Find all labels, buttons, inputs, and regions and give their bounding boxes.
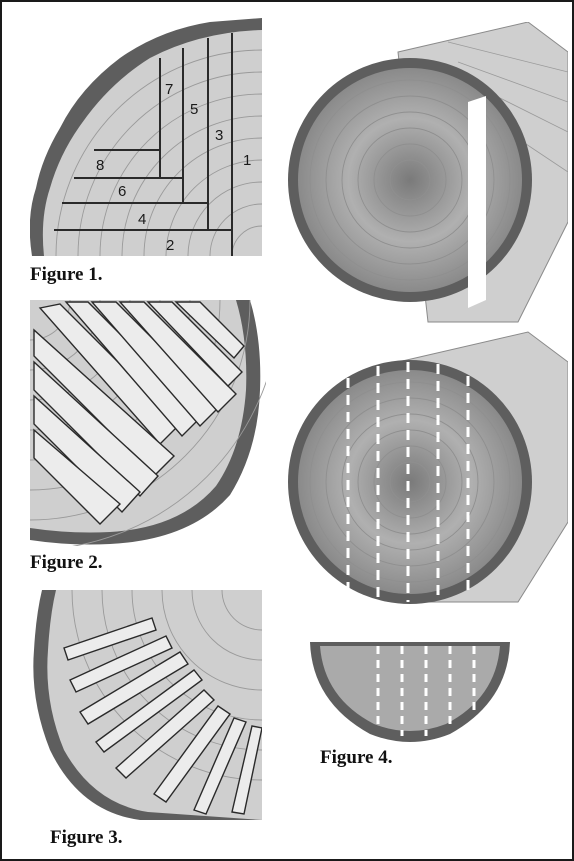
figure-2-caption: Figure 2. xyxy=(30,552,102,574)
figure-1-diagram: 1 2 3 4 5 6 7 8 xyxy=(30,18,262,256)
log-bottom-half xyxy=(310,642,510,742)
log-middle xyxy=(288,332,568,604)
figure-2-diagram xyxy=(30,300,266,546)
board-label-5: 5 xyxy=(190,101,198,118)
figure-3-caption: Figure 3. xyxy=(50,827,122,849)
board-label-3: 3 xyxy=(215,127,223,144)
board-label-7: 7 xyxy=(165,81,173,98)
figure-4-caption: Figure 4. xyxy=(320,747,392,769)
board-label-8: 8 xyxy=(96,157,104,174)
board-label-6: 6 xyxy=(118,183,126,200)
board-label-1: 1 xyxy=(243,152,251,169)
log-top xyxy=(288,22,568,322)
figure-4-diagram xyxy=(288,22,568,772)
board-label-2: 2 xyxy=(166,237,174,254)
board-label-4: 4 xyxy=(138,211,146,228)
figure-3-diagram xyxy=(30,590,262,820)
figure-1-caption: Figure 1. xyxy=(30,264,102,286)
